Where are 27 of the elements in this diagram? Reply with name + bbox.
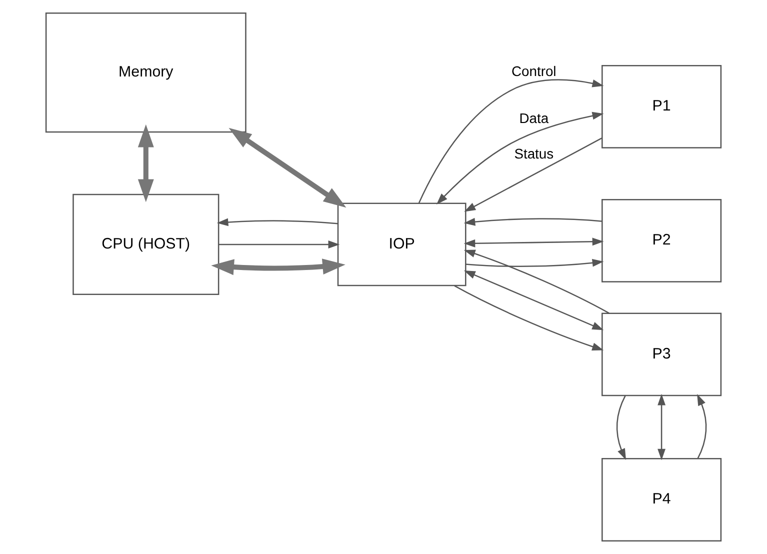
arrow: [454, 285, 604, 350]
arrow: [211, 258, 346, 276]
edge-label: Data: [519, 110, 549, 126]
arrow: [464, 138, 602, 212]
arrow: [436, 112, 604, 205]
arrow: [216, 218, 338, 226]
arrow: [616, 396, 626, 460]
node-box: P2: [602, 198, 722, 282]
arrow: [658, 394, 666, 460]
arrow: [464, 238, 604, 248]
edge-label: Control: [512, 63, 556, 80]
node-box: P1: [602, 65, 722, 148]
arrow: [697, 394, 707, 459]
node-box: CPU (HOST): [72, 194, 220, 296]
node-box: P3: [602, 312, 722, 396]
arrow: [464, 270, 604, 330]
arrow: [418, 79, 604, 204]
edge-label: Status: [514, 145, 554, 162]
arrow: [464, 218, 602, 226]
arrow: [228, 128, 346, 208]
arrow: [464, 250, 610, 314]
node-box: P4: [602, 458, 722, 542]
arrow: [218, 240, 340, 248]
arrow: [466, 258, 604, 267]
node-box: IOP: [337, 202, 466, 286]
arrow: [138, 124, 154, 202]
node-box: Memory: [45, 12, 246, 133]
